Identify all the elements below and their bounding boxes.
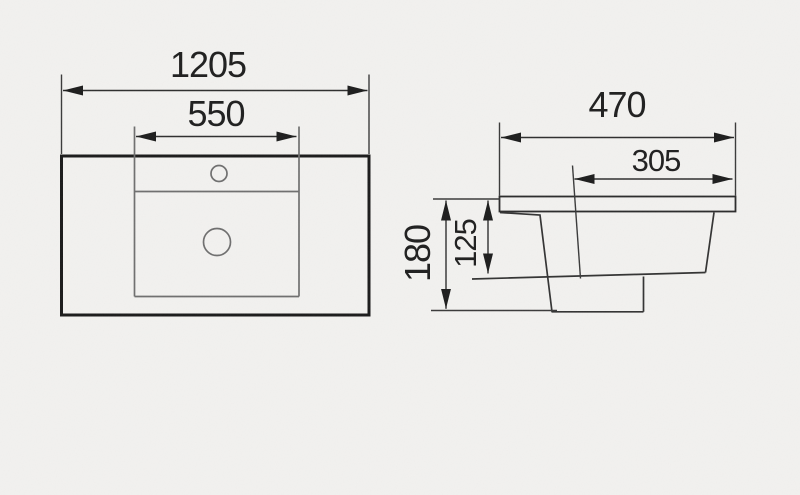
paper-noise-overlay [0, 0, 800, 495]
washbasin-technical-drawing: 1205 550 [0, 0, 800, 495]
drawing-sheet: 1205 550 [0, 0, 800, 495]
